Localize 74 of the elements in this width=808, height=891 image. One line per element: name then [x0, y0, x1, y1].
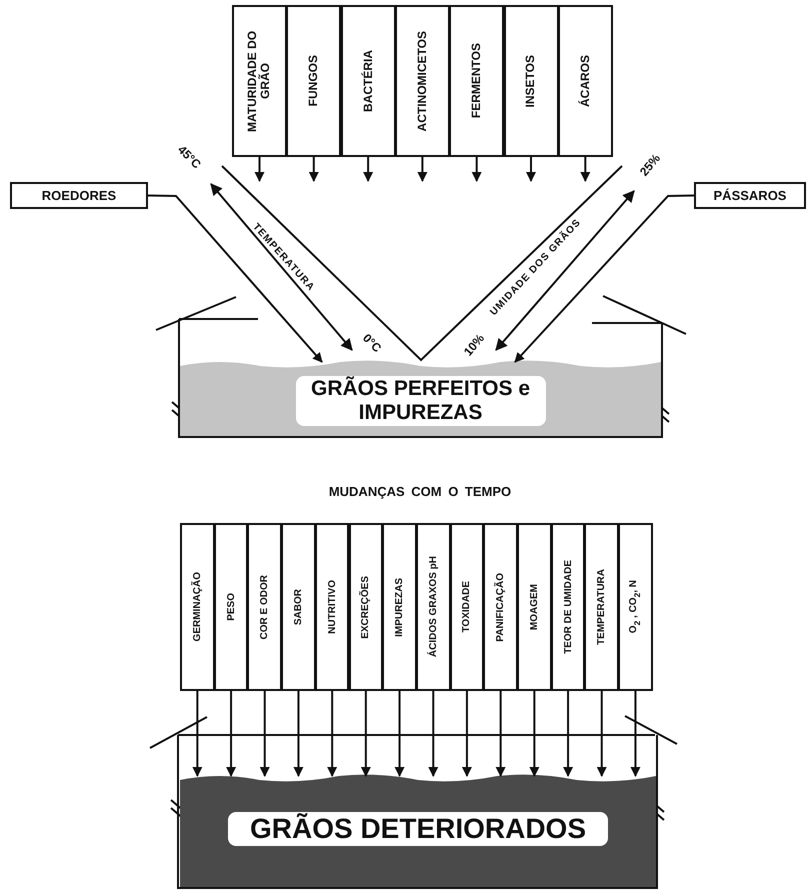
factor-box	[286, 5, 342, 157]
factor-box	[281, 523, 316, 691]
factor-box	[558, 5, 613, 157]
factor-box	[504, 5, 558, 157]
grain-mass	[180, 774, 656, 887]
grain-mass	[180, 360, 661, 436]
factor-label: MOAGEM	[528, 584, 540, 630]
factor-label: TEOR DE UMIDADE	[562, 560, 574, 654]
factor-label: INSETOS	[524, 54, 538, 108]
arrow	[192, 691, 202, 777]
factor-label: IMPUREZAS	[394, 578, 406, 636]
factor-box	[232, 5, 287, 157]
arrow	[526, 157, 536, 182]
factor-label: ACTINOMICETOS	[416, 30, 429, 132]
factor-label: MATURIDADE DO GRÃO	[246, 29, 273, 134]
arrow	[254, 157, 264, 182]
arrow	[462, 691, 472, 777]
factor-label: ÁCAROS	[578, 54, 592, 107]
factor-label: TOXIDADE	[461, 581, 472, 633]
arrow	[394, 691, 405, 777]
factor-box	[694, 182, 806, 209]
arrow	[260, 691, 270, 777]
factor-label: GERMINAÇÃO	[192, 572, 203, 642]
factor-label: NUTRITIVO	[326, 580, 338, 634]
factor-label: PESO	[226, 593, 237, 621]
factor-label: EXCREÇÕES	[360, 576, 372, 638]
factor-box	[450, 523, 484, 691]
caption-text: MUDANÇAS COM O TEMPO	[328, 484, 512, 499]
factor-label: ÁCIDOS GRAXOS pH	[428, 556, 439, 658]
factor-label: FUNGOS	[307, 55, 320, 107]
arrow	[630, 691, 640, 777]
arrow	[293, 691, 304, 777]
arrow	[472, 157, 482, 182]
factor-box	[382, 523, 417, 691]
factor-box	[214, 523, 248, 691]
factor-box	[10, 182, 148, 209]
factor-box	[618, 523, 653, 691]
grain-label: GRÃOS DETERIORADOS	[228, 812, 608, 846]
arrow	[529, 691, 540, 777]
arrow	[363, 157, 374, 182]
factor-label: ROEDORES	[42, 188, 116, 203]
arrow	[308, 157, 319, 182]
arrow	[563, 691, 574, 777]
factor-box	[247, 523, 282, 691]
factor-box	[517, 523, 552, 691]
factor-box	[180, 523, 215, 691]
arrow	[417, 157, 428, 182]
factor-box	[584, 523, 620, 691]
factor-box	[340, 5, 396, 157]
factor-box	[394, 5, 450, 157]
factor-box	[449, 5, 504, 157]
scale-value: 0°C	[360, 330, 384, 356]
arrow	[360, 691, 371, 777]
factor-label: PÁSSAROS	[714, 188, 786, 203]
factor-box	[483, 523, 518, 691]
arrow	[148, 194, 323, 363]
factor-label: COR E ODOR	[259, 574, 270, 640]
factor-label: PANIFICAÇÃO	[495, 572, 506, 642]
arrow	[496, 691, 506, 777]
arrow	[596, 691, 607, 777]
factor-label: BACTÉRIA	[362, 50, 375, 112]
factor-label: SABOR	[292, 588, 304, 626]
factor-label: FERMENTOS	[470, 43, 484, 119]
factor-box	[416, 523, 451, 691]
arrow	[580, 157, 590, 182]
arrow	[327, 691, 338, 777]
factor-label: TEMPERATURA	[596, 569, 608, 645]
arrow	[428, 691, 438, 777]
factor-box	[314, 523, 350, 691]
grain-label: GRÃOS PERFEITOS e IMPUREZAS	[296, 376, 546, 426]
arrow	[514, 194, 694, 363]
factor-box	[550, 523, 586, 691]
factor-box	[348, 523, 384, 691]
arrow	[226, 691, 236, 777]
